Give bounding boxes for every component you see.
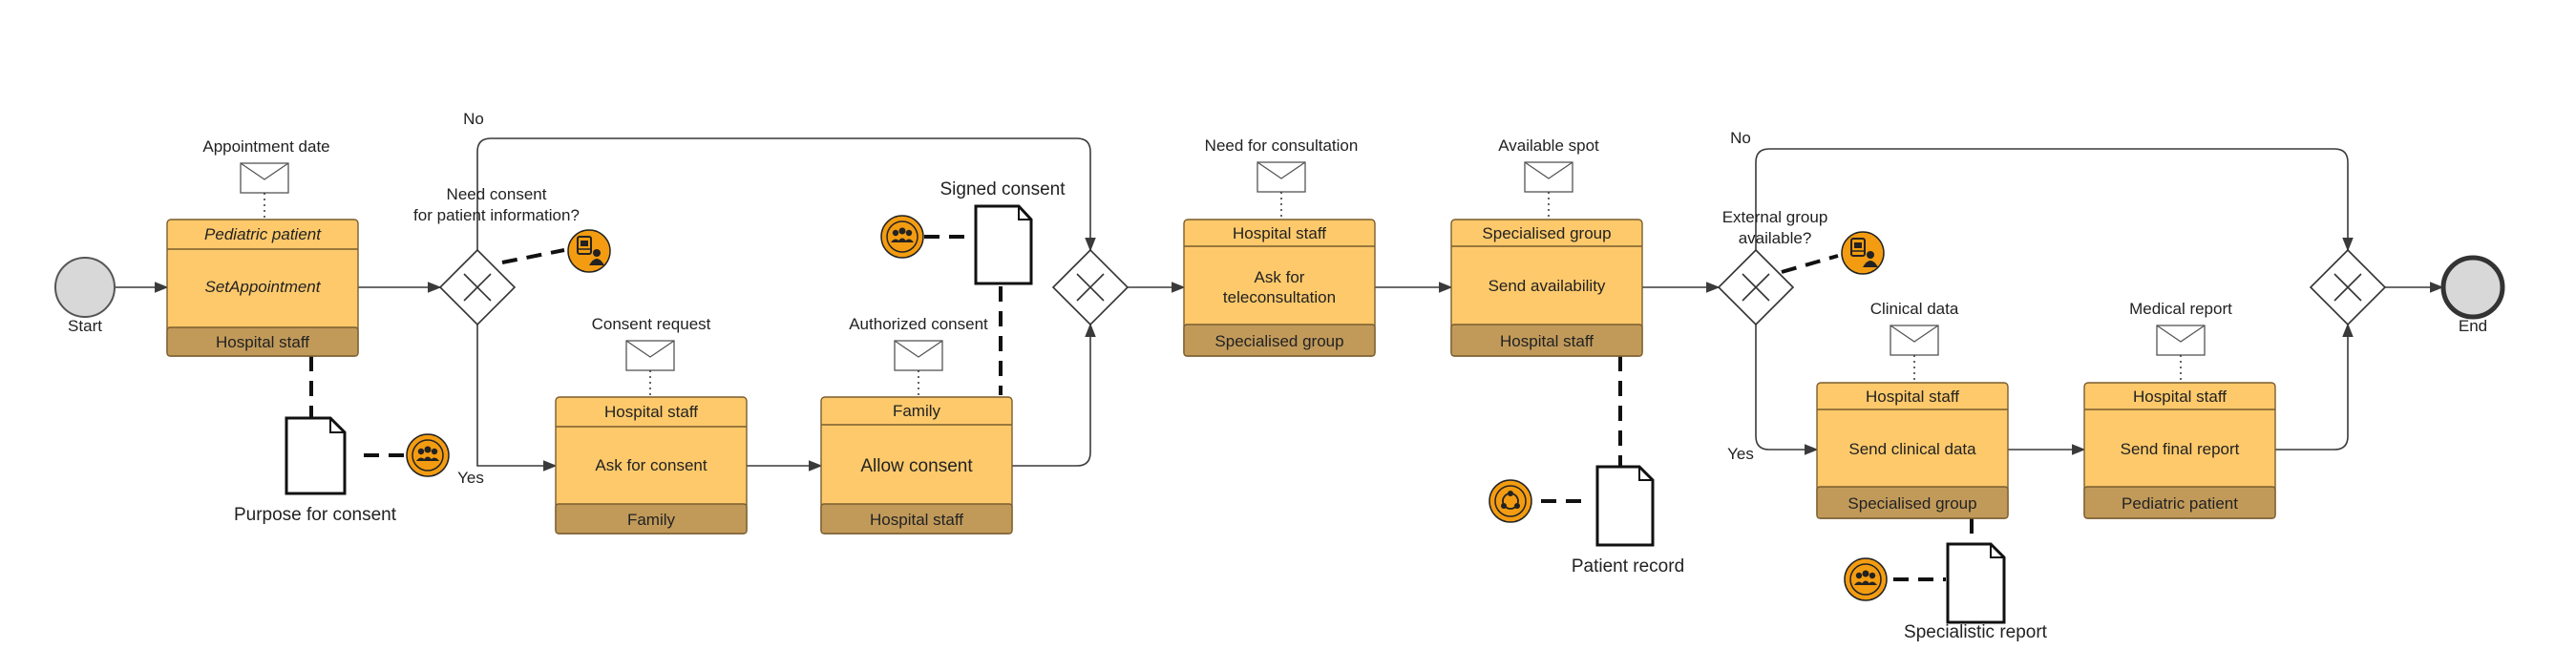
message-medical-report: Medical report bbox=[2129, 300, 2232, 383]
gateway-consent-question-line1: Need consent bbox=[447, 185, 547, 203]
envelope-icon bbox=[625, 340, 675, 371]
message-label: Medical report bbox=[2129, 300, 2232, 318]
task-footer: Hospital staff bbox=[1500, 332, 1594, 350]
assoc-external-device bbox=[1781, 254, 1839, 274]
cycle-people-icon bbox=[1489, 479, 1532, 523]
message-clinical-data: Clinical data bbox=[1870, 300, 1959, 383]
document-patient-record: Patient record bbox=[1572, 465, 1684, 577]
task-title-line1: Ask for bbox=[1255, 268, 1305, 286]
envelope-icon bbox=[1256, 161, 1306, 193]
task-footer: Hospital staff bbox=[870, 511, 963, 529]
gateway-external-question-line2: available? bbox=[1739, 229, 1812, 247]
document-purpose-for-consent: Purpose for consent bbox=[234, 416, 397, 525]
task-send-clinical-data[interactable]: Hospital staff Send clinical data Specia… bbox=[1816, 382, 2009, 519]
task-footer: Family bbox=[627, 511, 676, 529]
gateway-need-consent: Need consent for patient information? No… bbox=[413, 110, 580, 487]
people-group-icon bbox=[406, 433, 450, 477]
device-user-icon bbox=[567, 229, 611, 273]
associations bbox=[309, 235, 1974, 581]
task-title: Allow consent bbox=[860, 456, 973, 476]
message-authorized-consent: Authorized consent bbox=[849, 315, 988, 397]
message-label: Available spot bbox=[1498, 136, 1599, 155]
device-user-icon bbox=[1841, 231, 1885, 275]
flow-gateway-yes bbox=[476, 325, 558, 472]
task-header: Hospital staff bbox=[1866, 388, 1959, 406]
task-ask-teleconsultation[interactable]: Hospital staff Ask for teleconsultation … bbox=[1183, 219, 1376, 357]
task-title: Send availability bbox=[1489, 277, 1606, 295]
task-footer: Pediatric patient bbox=[2122, 494, 2238, 513]
document-label: Purpose for consent bbox=[234, 505, 397, 525]
message-available-spot: Available spot bbox=[1498, 136, 1599, 220]
flow-final-to-endgateway bbox=[2275, 323, 2354, 451]
message-label: Authorized consent bbox=[849, 315, 988, 333]
flow-external-no bbox=[1755, 148, 2354, 252]
message-label: Clinical data bbox=[1870, 300, 1959, 318]
gateway-external-group: External group available? No Yes bbox=[1717, 129, 1828, 463]
task-title: Send final report bbox=[2121, 440, 2240, 458]
assoc-gateway-device bbox=[501, 248, 565, 264]
message-label: Appointment date bbox=[202, 137, 329, 156]
gateway-end-merge bbox=[2309, 248, 2387, 326]
flow-external-yes bbox=[1755, 325, 1819, 455]
task-allow-consent[interactable]: Family Allow consent Hospital staff bbox=[820, 396, 1013, 535]
document-label: Patient record bbox=[1572, 556, 1684, 577]
document-signed-consent: Signed consent bbox=[940, 179, 1066, 285]
task-send-final-report[interactable]: Hospital staff Send final report Pediatr… bbox=[2083, 382, 2276, 519]
flow-gateway-no bbox=[476, 137, 1096, 252]
task-footer: Hospital staff bbox=[216, 333, 309, 351]
people-group-icon bbox=[880, 215, 924, 259]
start-event: Start bbox=[54, 257, 116, 335]
task-send-availability[interactable]: Specialised group Send availability Hosp… bbox=[1450, 219, 1643, 357]
document-label: Signed consent bbox=[940, 179, 1066, 199]
task-title: SetAppointment bbox=[205, 278, 322, 296]
task-header: Family bbox=[893, 402, 941, 420]
envelope-icon bbox=[240, 162, 289, 194]
gateway-consent-question-line2: for patient information? bbox=[413, 206, 580, 224]
message-appointment-date: Appointment date bbox=[202, 137, 330, 220]
task-title-line2: teleconsultation bbox=[1223, 288, 1336, 306]
gateway-merge bbox=[1051, 248, 1130, 326]
gateway-external-no-label: No bbox=[1730, 129, 1751, 147]
task-ask-for-consent[interactable]: Hospital staff Ask for consent Family bbox=[555, 396, 748, 535]
envelope-icon bbox=[2156, 325, 2206, 356]
gateway-consent-no-label: No bbox=[463, 110, 484, 128]
gateway-consent-yes-label: Yes bbox=[457, 469, 484, 487]
document-label: Specialistic report bbox=[1904, 622, 2048, 642]
task-header: Hospital staff bbox=[1233, 224, 1326, 242]
task-title: Ask for consent bbox=[595, 456, 707, 474]
task-title: Send clinical data bbox=[1848, 440, 1976, 458]
envelope-icon bbox=[1890, 325, 1939, 356]
end-event: End bbox=[2440, 255, 2505, 335]
gateway-external-question-line1: External group bbox=[1722, 208, 1828, 226]
start-label: Start bbox=[68, 317, 102, 335]
envelope-icon bbox=[1524, 161, 1573, 193]
task-header: Specialised group bbox=[1482, 224, 1611, 242]
people-group-icon bbox=[1844, 557, 1888, 601]
gateway-external-yes-label: Yes bbox=[1727, 445, 1754, 463]
end-label: End bbox=[2459, 317, 2487, 335]
document-specialistic-report: Specialistic report bbox=[1904, 542, 2048, 642]
task-header: Hospital staff bbox=[2133, 388, 2227, 406]
task-set-appointment[interactable]: Pediatric patient SetAppointment Hospita… bbox=[166, 219, 359, 357]
message-label: Consent request bbox=[592, 315, 711, 333]
task-footer: Specialised group bbox=[1214, 332, 1343, 350]
message-consent-request: Consent request bbox=[592, 315, 711, 397]
message-need-consultation: Need for consultation bbox=[1205, 136, 1359, 220]
task-header: Pediatric patient bbox=[204, 225, 322, 243]
sequence-flows bbox=[116, 137, 2444, 472]
task-footer: Specialised group bbox=[1848, 494, 1976, 513]
envelope-icon bbox=[894, 340, 943, 371]
task-header: Hospital staff bbox=[604, 403, 698, 421]
message-label: Need for consultation bbox=[1205, 136, 1359, 155]
flow-allow-to-merge bbox=[1012, 323, 1096, 467]
